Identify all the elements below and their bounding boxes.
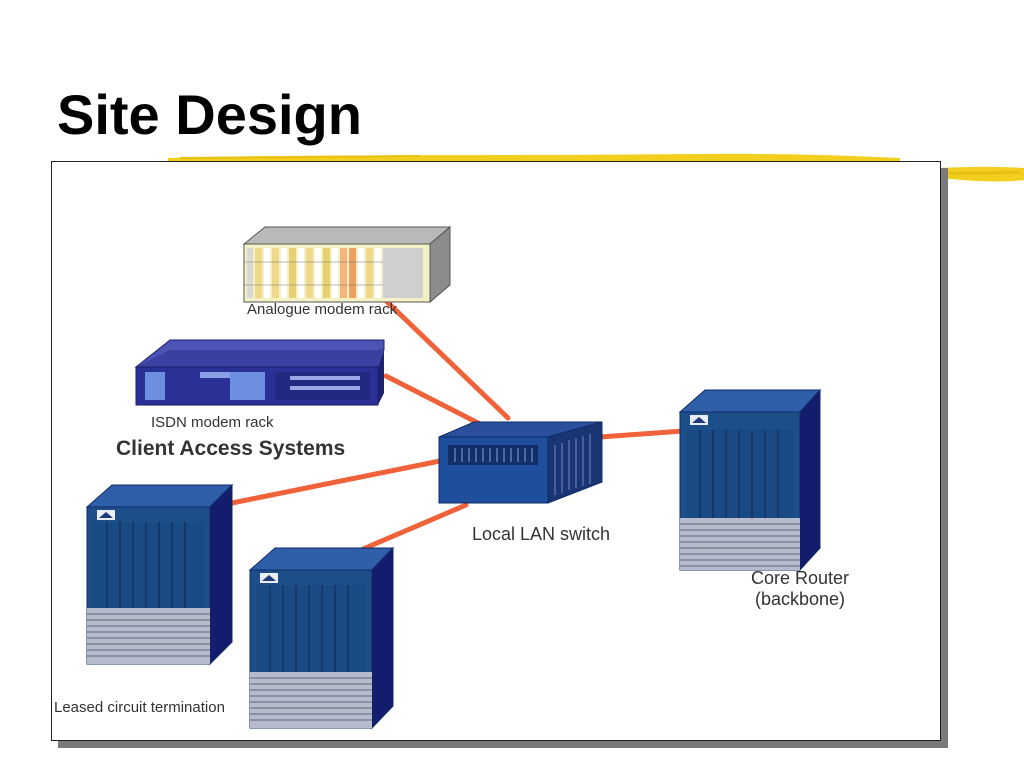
label-analogue-modem-rack: Analogue modem rack — [247, 301, 398, 318]
slide-title: Site Design — [57, 83, 362, 146]
label-client-access-systems: Client Access Systems — [116, 437, 346, 460]
link-analogue-to-switch — [377, 292, 511, 421]
isdn-rack-icon — [134, 339, 385, 406]
link-isdn-to-switch — [383, 373, 487, 429]
router-chassis-icon — [85, 483, 234, 666]
lan-switch-icon — [438, 421, 603, 504]
link-leased-left-to-switch — [229, 458, 443, 506]
label-core-router-line1: Core Router — [750, 568, 850, 588]
label-core-router: Core Router (backbone) — [740, 568, 860, 610]
router-chassis-icon — [678, 388, 822, 572]
label-core-router-line2: (backbone) — [754, 589, 846, 609]
router-chassis-icon — [248, 546, 395, 730]
modem-rack-icon — [242, 225, 452, 304]
label-leased-circuit-termination: Leased circuit termination — [54, 699, 225, 716]
label-isdn-modem-rack: ISDN modem rack — [151, 414, 274, 431]
title-underline-brush — [168, 153, 1024, 182]
label-local-lan-switch: Local LAN switch — [472, 524, 611, 544]
link-leased-right-to-switch — [360, 502, 469, 552]
